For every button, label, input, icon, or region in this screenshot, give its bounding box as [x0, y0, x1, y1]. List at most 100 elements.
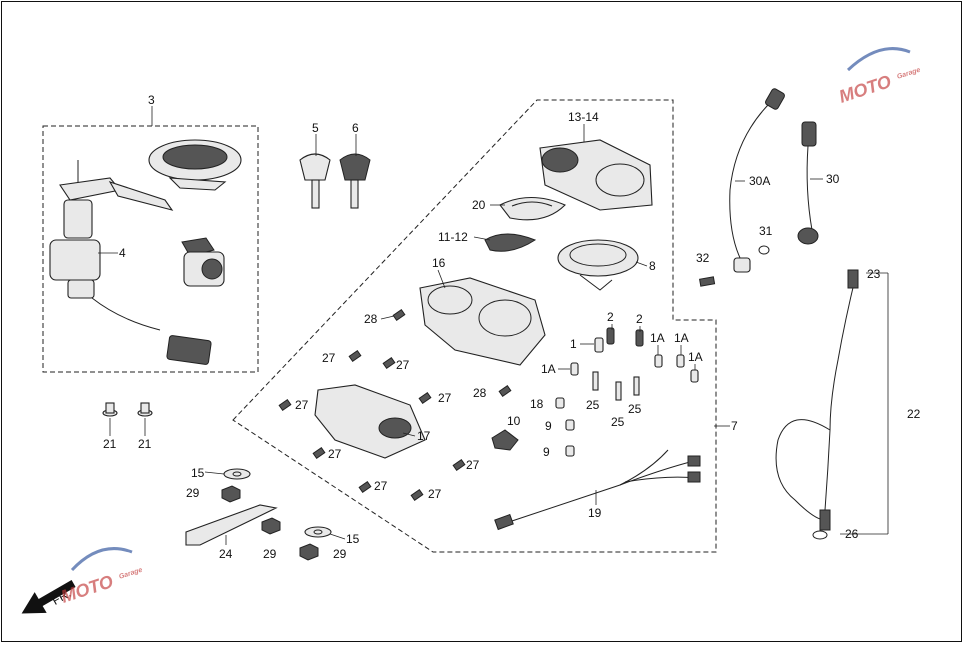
screw-27-g — [358, 480, 372, 494]
meter-cover-17 — [314, 384, 426, 459]
callout-29-b: 29 — [263, 547, 277, 561]
leader-lines — [98, 106, 889, 545]
callout-27-e: 27 — [328, 447, 342, 461]
cable-30 — [797, 121, 819, 245]
callout-1a-d: 1A — [541, 362, 556, 376]
speedo-cable-22 — [775, 269, 859, 540]
watermark-sub-bottom: Garage — [118, 567, 143, 581]
callout-11-12: 11-12 — [438, 230, 468, 244]
screw-27-d — [418, 391, 432, 405]
fuel-cap-part — [148, 139, 242, 191]
screw-27-a — [348, 349, 362, 363]
meter-assembly-boundary — [232, 99, 717, 553]
bracket-10 — [491, 429, 519, 451]
screw-27-c — [278, 398, 292, 412]
meter-plate-20 — [499, 197, 566, 221]
callout-1: 1 — [570, 337, 577, 351]
callout-17: 17 — [417, 429, 431, 443]
callout-23: 23 — [867, 267, 881, 281]
grommet-9-b — [565, 445, 575, 457]
cable-30a — [729, 88, 785, 273]
nut-29-mid — [261, 517, 281, 535]
bolt-21-left — [102, 402, 118, 417]
washer-15-top — [223, 468, 251, 480]
nut-29-low — [299, 543, 319, 561]
watermark-brand-bottom: MOTO — [58, 571, 115, 607]
seat-lock-part — [181, 237, 225, 287]
callout-19: 19 — [588, 506, 602, 520]
washer-15-bottom — [304, 526, 332, 538]
callout-18: 18 — [530, 397, 544, 411]
bulb-2-right — [635, 329, 644, 347]
watermark-sub-top: Garage — [896, 67, 921, 81]
oring-31 — [758, 245, 770, 255]
callout-15-a: 15 — [191, 466, 205, 480]
callout-21-a: 21 — [103, 437, 117, 451]
bulb-1a-d — [690, 369, 699, 383]
bulb-1a-c — [676, 354, 685, 368]
callout-31: 31 — [759, 224, 773, 238]
callout-1a-c: 1A — [688, 350, 703, 364]
callout-27-d: 27 — [438, 391, 452, 405]
callout-27-g: 27 — [374, 479, 388, 493]
callout-30a: 30A — [749, 174, 770, 188]
screw-27-h — [410, 488, 424, 502]
bulb-2-left — [606, 327, 615, 345]
bulb-1 — [594, 337, 604, 353]
callout-1a-a: 1A — [650, 331, 665, 345]
grommet-9-a — [565, 419, 575, 431]
screw-27-f — [452, 458, 466, 472]
callout-27-b: 27 — [396, 358, 410, 372]
callout-2-a: 2 — [607, 310, 614, 324]
bolt-32 — [699, 276, 716, 287]
meter-case-13-14 — [539, 139, 653, 211]
callout-2-b: 2 — [636, 312, 643, 326]
callout-29-c: 29 — [333, 547, 347, 561]
callout-6: 6 — [352, 121, 359, 135]
callout-27-a: 27 — [322, 351, 336, 365]
grommet-18 — [555, 397, 565, 409]
callout-9-b: 9 — [543, 445, 550, 459]
callout-25-a: 25 — [586, 398, 600, 412]
callout-13-14: 13-14 — [568, 110, 599, 124]
screw-25-a — [592, 371, 599, 391]
stay-24 — [185, 504, 278, 546]
screw-28-a — [392, 308, 406, 322]
callout-29-a: 29 — [186, 486, 200, 500]
screw-27-b — [382, 356, 396, 370]
callout-5: 5 — [312, 121, 319, 135]
callout-30: 30 — [826, 172, 840, 186]
watermark-top-right: MOTO Garage — [836, 47, 921, 107]
ignition-switch-part — [49, 160, 212, 365]
wire-harness-19 — [494, 449, 701, 531]
callout-3: 3 — [148, 93, 155, 107]
watermark-brand-top: MOTO — [836, 71, 893, 107]
front-arrow-icon — [21, 580, 76, 614]
callout-15-b: 15 — [346, 532, 360, 546]
screw-25-c — [633, 376, 640, 396]
meter-housing-16 — [419, 277, 546, 366]
callout-8: 8 — [649, 259, 656, 273]
meter-dial-8 — [557, 239, 639, 291]
bulb-1a-a — [570, 362, 579, 376]
bulb-1a-b — [654, 354, 663, 368]
callout-28-b: 28 — [473, 386, 487, 400]
nut-29-top — [221, 485, 241, 503]
callout-32: 32 — [696, 251, 710, 265]
callout-1a-b: 1A — [674, 331, 689, 345]
callout-27-f: 27 — [466, 458, 480, 472]
screw-28-b — [498, 384, 512, 398]
watermark-bottom-left: MOTO Garage — [58, 547, 143, 607]
callout-10: 10 — [507, 414, 521, 428]
key-5-part — [299, 153, 331, 209]
callout-27-c: 27 — [295, 398, 309, 412]
meter-lens-11-12 — [484, 233, 537, 252]
key-6-part — [339, 153, 371, 209]
callout-16: 16 — [432, 256, 446, 270]
bolt-21-right — [137, 402, 153, 417]
callout-25-b: 25 — [628, 402, 642, 416]
screw-27-e — [312, 446, 326, 460]
